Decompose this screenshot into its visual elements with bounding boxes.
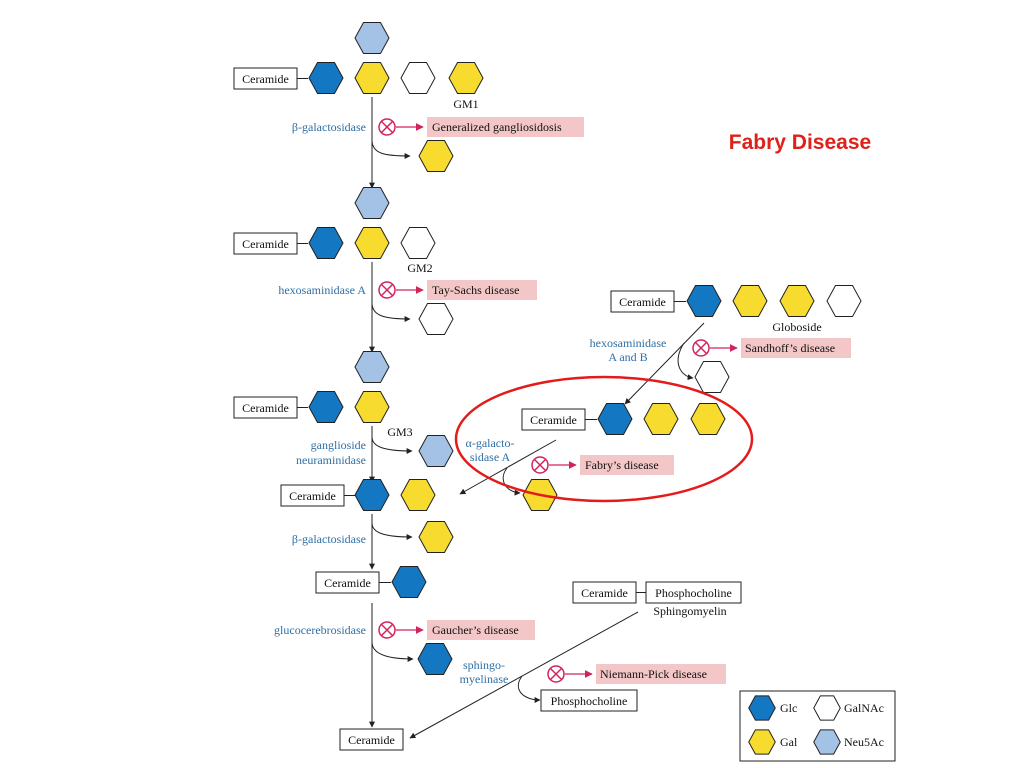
globoside-ceramide-label: Ceramide [619, 295, 666, 309]
trihexosyl-gal-hexagon-2 [690, 403, 726, 435]
disease-generalized-gangliosidosis-box [427, 117, 584, 137]
legend-gal-label: Gal [780, 735, 798, 749]
gm2-glc-hexagon [308, 227, 344, 259]
glccer-glc-hexagon [391, 566, 427, 598]
globoside-gal-hexagon-1 [732, 285, 768, 317]
released-glc-hexagon [417, 643, 453, 675]
final-ceramide-label: Ceramide [348, 733, 395, 747]
disease-niemann-pick: Niemann-Pick disease [600, 667, 707, 681]
fabry-highlight-ellipse [454, 375, 754, 503]
released-gal-hexagon-1 [418, 140, 454, 172]
disease-gaucher: Gaucher’s disease [432, 623, 519, 637]
gm1-neu5ac-hexagon [354, 22, 390, 54]
globoside-glc-hexagon [686, 285, 722, 317]
trihexosyl-ceramide-label: Ceramide [530, 413, 577, 427]
released-galnac-hexagon-2 [694, 361, 730, 393]
enzyme-alpha-galacto-line1: α-galacto- [466, 436, 515, 450]
enzyme-myelinase-line2: myelinase [460, 672, 509, 686]
disease-fabry-box [580, 455, 674, 475]
disease-generalized-gangliosidosis: Generalized gangliosidosis [432, 120, 562, 134]
page-title: Fabry Disease [729, 131, 871, 154]
block-symbol-gaucher [378, 621, 396, 639]
released-gal-hexagon-2 [418, 521, 454, 553]
enzyme-a-and-b-line2: A and B [608, 350, 647, 364]
gm1-row: Ceramide GM1 [233, 22, 484, 111]
disease-sandhoff-box [741, 338, 851, 358]
enzyme-beta-galactosidase-2: β-galactosidase [292, 532, 366, 546]
enzyme-neuraminidase-line2: neuraminidase [296, 453, 366, 467]
lac-gal-hexagon [400, 479, 436, 511]
gm2-ceramide-label: Ceramide [242, 237, 289, 251]
gm1-glc-hexagon [308, 62, 344, 94]
enzyme-hexosaminidase-line1: hexosaminidase [590, 336, 667, 350]
globoside-gal-hexagon-2 [779, 285, 815, 317]
gm2-galnac-hexagon [400, 227, 436, 259]
sphingomyelin-phosphocholine-box [645, 581, 742, 604]
gm1-gal-hexagon [354, 62, 390, 94]
legend-neu5ac-label: Neu5Ac [844, 735, 884, 749]
disease-tay-sachs-box [427, 280, 537, 300]
legend-galnac-label: GalNAc [844, 701, 884, 715]
trihexosylceramide-row: Ceramide [521, 403, 726, 435]
enzyme-beta-galactosidase-1: β-galactosidase [292, 120, 366, 134]
gm3-ceramide-label: Ceramide [242, 401, 289, 415]
trihexosyl-gal-hexagon-1 [643, 403, 679, 435]
block-symbol-gangliosidosis [378, 118, 396, 136]
sphingomyelin-phosphocholine-label: Phosphocholine [655, 586, 732, 600]
free-phosphocholine-box [540, 689, 638, 712]
globoside-galnac-hexagon [826, 285, 862, 317]
gm2-neu5ac-hexagon [354, 187, 390, 219]
sphingomyelin-name: Sphingomyelin [653, 604, 726, 618]
enzyme-glucocerebrosidase: glucocerebrosidase [274, 623, 366, 637]
trihexosyl-glc-hexagon [597, 403, 633, 435]
lac-ceramide-label: Ceramide [289, 489, 336, 503]
enzyme-hexosaminidase-a: hexosaminidase A [278, 283, 366, 297]
block-symbol-niemann-pick [547, 665, 565, 683]
block-symbol-fabry [531, 456, 549, 474]
gm1-ceramide-label: Ceramide [242, 72, 289, 86]
legend-glc-label: Glc [780, 701, 797, 715]
disease-fabry: Fabry’s disease [585, 458, 659, 472]
legend-galnac-icon [813, 695, 841, 721]
gm3-neu5ac-hexagon [354, 351, 390, 383]
legend-gal-icon [748, 729, 776, 755]
globoside-name: Globoside [772, 320, 821, 334]
enzyme-sphingo-line1: sphingo- [463, 658, 505, 672]
block-symbol-tay-sachs [378, 281, 396, 299]
gm3-gal-hexagon [354, 391, 390, 423]
gm3-row: Ceramide GM3 [233, 351, 413, 439]
gm3-glc-hexagon [308, 391, 344, 423]
gm1-name: GM1 [453, 97, 478, 111]
released-neu5ac-hexagon [418, 435, 454, 467]
sphingomyelin-ceramide-label: Ceramide [581, 586, 628, 600]
final-ceramide-box [339, 728, 404, 751]
block-symbol-sandhoff [692, 339, 710, 357]
globoside-row: Ceramide Globoside [610, 285, 862, 334]
disease-niemann-pick-box [596, 664, 726, 684]
glc-ceramide-label: Ceramide [324, 576, 371, 590]
legend-glc-icon [748, 695, 776, 721]
lactosylceramide-row: Ceramide [280, 479, 436, 511]
gm1-terminal-gal-hexagon [448, 62, 484, 94]
gm2-row: Ceramide GM2 [233, 187, 436, 275]
sphingomyelin-row: Ceramide Phosphocholine Sphingomyelin [572, 581, 742, 618]
legend-neu5ac-icon [813, 729, 841, 755]
disease-gaucher-box [427, 620, 535, 640]
released-galnac-hexagon-1 [418, 303, 454, 335]
free-phosphocholine-label: Phosphocholine [551, 694, 628, 708]
disease-sandhoff: Sandhoff’s disease [745, 341, 835, 355]
legend: Glc GalNAc Gal Neu5Ac [739, 690, 896, 762]
disease-tay-sachs: Tay-Sachs disease [432, 283, 519, 297]
gm1-galnac-hexagon [400, 62, 436, 94]
gm3-name: GM3 [387, 425, 412, 439]
enzyme-ganglioside-line1: ganglioside [311, 438, 366, 452]
gm2-name: GM2 [407, 261, 432, 275]
lac-glc-hexagon [354, 479, 390, 511]
glucosylceramide-row: Ceramide [315, 566, 427, 598]
gm2-gal-hexagon [354, 227, 390, 259]
enzyme-sidase-a-line2: sidase A [470, 450, 511, 464]
